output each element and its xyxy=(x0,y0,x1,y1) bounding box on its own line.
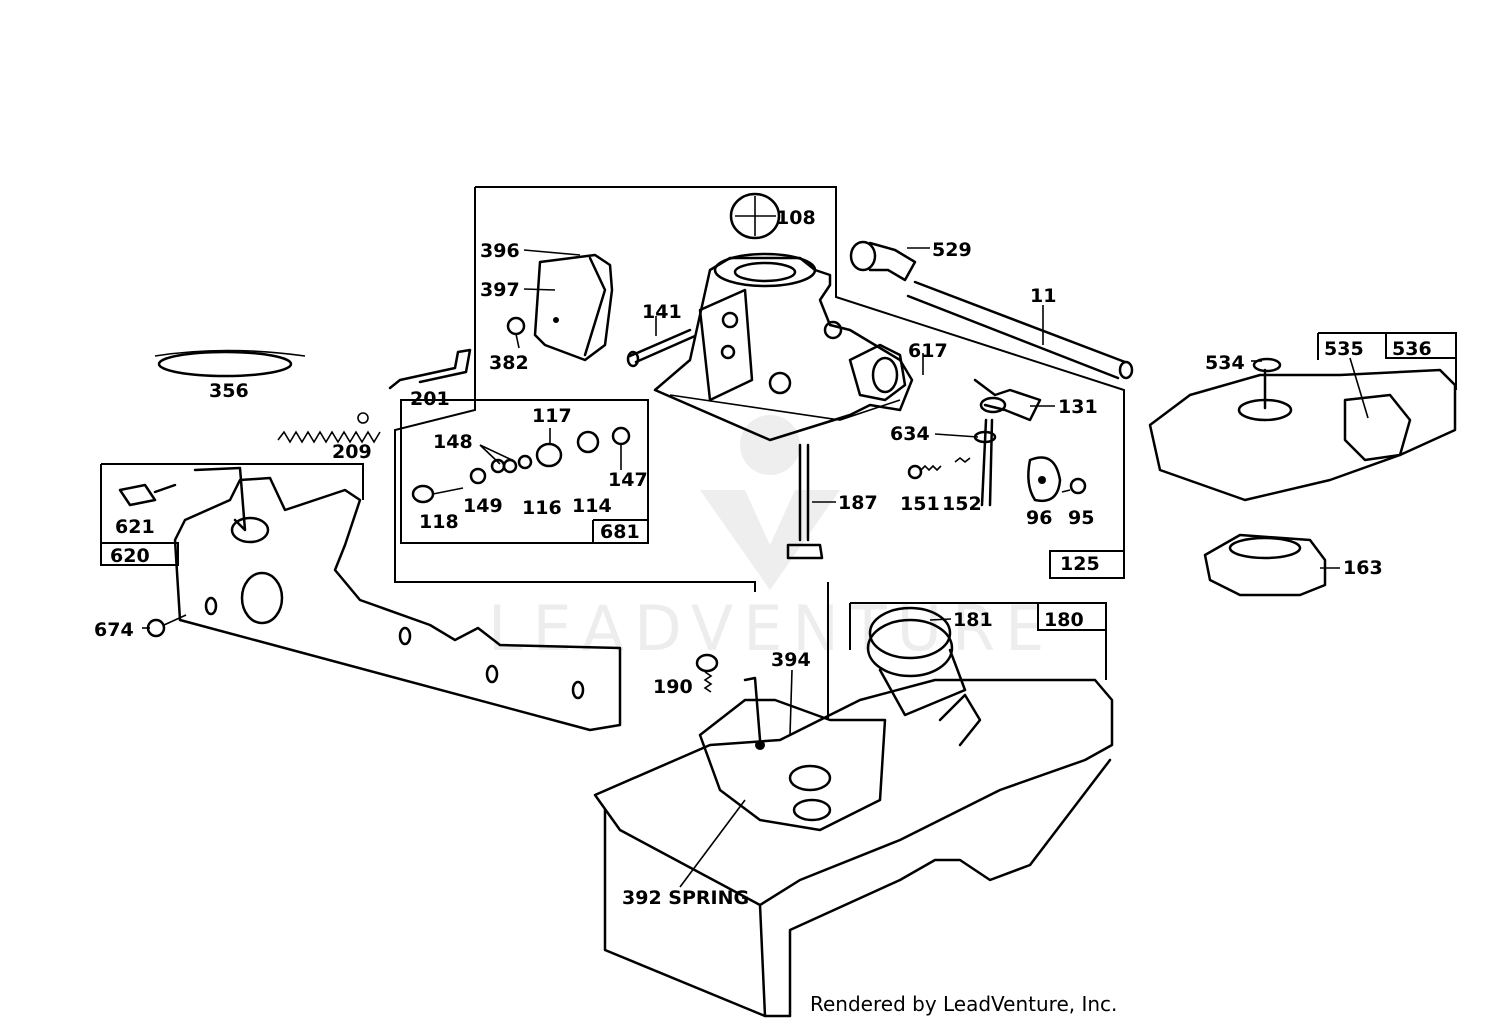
label-392-spring: 392 SPRING xyxy=(622,887,749,909)
label-535: 535 xyxy=(1324,338,1364,360)
label-118: 118 xyxy=(419,511,459,533)
jet-kit-parts xyxy=(411,426,631,504)
screw-190-part xyxy=(695,653,719,693)
label-152: 152 xyxy=(942,493,982,515)
label-117: 117 xyxy=(532,405,572,427)
label-382: 382 xyxy=(489,352,529,374)
throttle-shaft-part xyxy=(626,328,697,368)
screw-part xyxy=(506,316,526,349)
label-187: 187 xyxy=(838,492,878,514)
credit-text: Rendered by LeadVenture, Inc. xyxy=(810,992,1118,1016)
label-180: 180 xyxy=(1044,609,1084,631)
label-397: 397 xyxy=(480,279,520,301)
bolt-674-part xyxy=(146,614,187,638)
label-201: 201 xyxy=(410,388,450,410)
label-394: 394 xyxy=(771,649,811,671)
label-149: 149 xyxy=(463,495,503,517)
label-620: 620 xyxy=(110,545,150,567)
choke-valve-part xyxy=(1027,456,1062,503)
label-108: 108 xyxy=(776,207,816,229)
label-147: 147 xyxy=(608,469,648,491)
throttle-valve-part xyxy=(729,192,781,240)
jet-kit-box xyxy=(400,399,649,544)
label-674: 674 xyxy=(94,619,134,641)
label-529: 529 xyxy=(932,239,972,261)
governor-link-part xyxy=(154,349,306,378)
small-screw-part xyxy=(907,456,971,480)
label-356: 356 xyxy=(209,380,249,402)
label-209: 209 xyxy=(332,441,372,463)
label-621: 621 xyxy=(115,516,155,538)
label-181: 181 xyxy=(953,609,993,631)
governor-bracket-part xyxy=(173,466,622,732)
label-116: 116 xyxy=(522,497,562,519)
leader-lines xyxy=(142,247,1369,888)
label-96: 96 xyxy=(1026,507,1052,529)
label-681: 681 xyxy=(600,521,640,543)
part-labels: 396 397 382 356 201 209 141 108 529 11 6… xyxy=(94,207,1432,909)
label-148: 148 xyxy=(433,431,473,453)
label-190: 190 xyxy=(653,676,693,698)
carburetor-cover-part xyxy=(533,253,614,362)
label-534: 534 xyxy=(1205,352,1245,374)
clip-part xyxy=(118,483,177,507)
air-cleaner-part xyxy=(1148,357,1457,597)
screw-95-part xyxy=(1061,477,1087,495)
label-125: 125 xyxy=(1060,553,1100,575)
label-536: 536 xyxy=(1392,338,1432,360)
bolt-part xyxy=(786,443,824,560)
label-114: 114 xyxy=(572,495,612,517)
label-163: 163 xyxy=(1343,557,1383,579)
air-cleaner-group-box xyxy=(1317,332,1457,390)
label-131: 131 xyxy=(1058,396,1098,418)
fuel-tube-part xyxy=(906,280,1134,380)
label-11: 11 xyxy=(1030,285,1056,307)
throttle-link-part xyxy=(388,348,472,390)
carburetor-group-box xyxy=(394,186,1125,592)
governor-group-box xyxy=(100,463,364,566)
label-141: 141 xyxy=(642,301,682,323)
label-396: 396 xyxy=(480,240,520,262)
fuel-tank-group-box xyxy=(827,582,1107,720)
label-151: 151 xyxy=(900,493,940,515)
fuel-tank-part xyxy=(593,676,1114,1018)
label-617: 617 xyxy=(908,340,948,362)
label-95: 95 xyxy=(1068,507,1094,529)
elbow-fitting-part xyxy=(849,240,917,282)
label-634: 634 xyxy=(890,423,930,445)
carburetor-body-part xyxy=(653,252,914,442)
spring-part xyxy=(277,412,381,444)
